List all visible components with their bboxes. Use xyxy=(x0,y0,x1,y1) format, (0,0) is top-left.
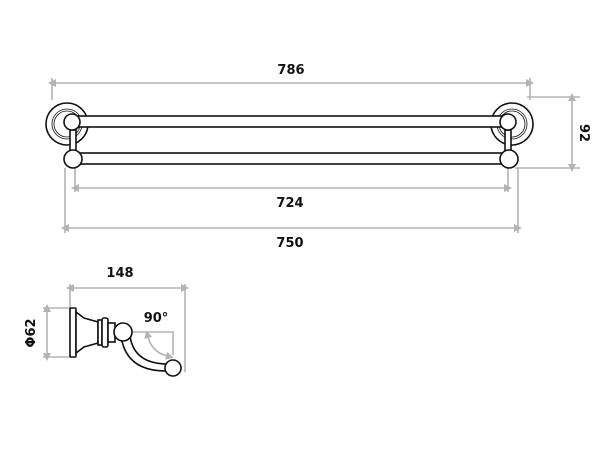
dimension-diameter-62: Φ62 xyxy=(24,304,70,361)
label-148: 148 xyxy=(106,266,133,281)
label-786: 786 xyxy=(277,63,304,78)
double-towel-rail xyxy=(45,102,534,169)
dimension-90-degrees: 90° xyxy=(132,311,174,360)
dimension-786: 786 xyxy=(48,63,534,100)
dimension-148: 148 xyxy=(66,266,189,372)
dimension-92: 92 xyxy=(515,93,591,172)
label-92: 92 xyxy=(576,124,591,142)
label-90-degrees: 90° xyxy=(144,311,169,326)
label-diameter-62: Φ62 xyxy=(24,318,39,347)
label-724: 724 xyxy=(276,196,303,211)
label-750: 750 xyxy=(276,236,303,251)
dimension-750: 750 xyxy=(61,168,522,251)
dimension-724: 724 xyxy=(71,168,512,211)
robe-hook xyxy=(69,307,182,377)
